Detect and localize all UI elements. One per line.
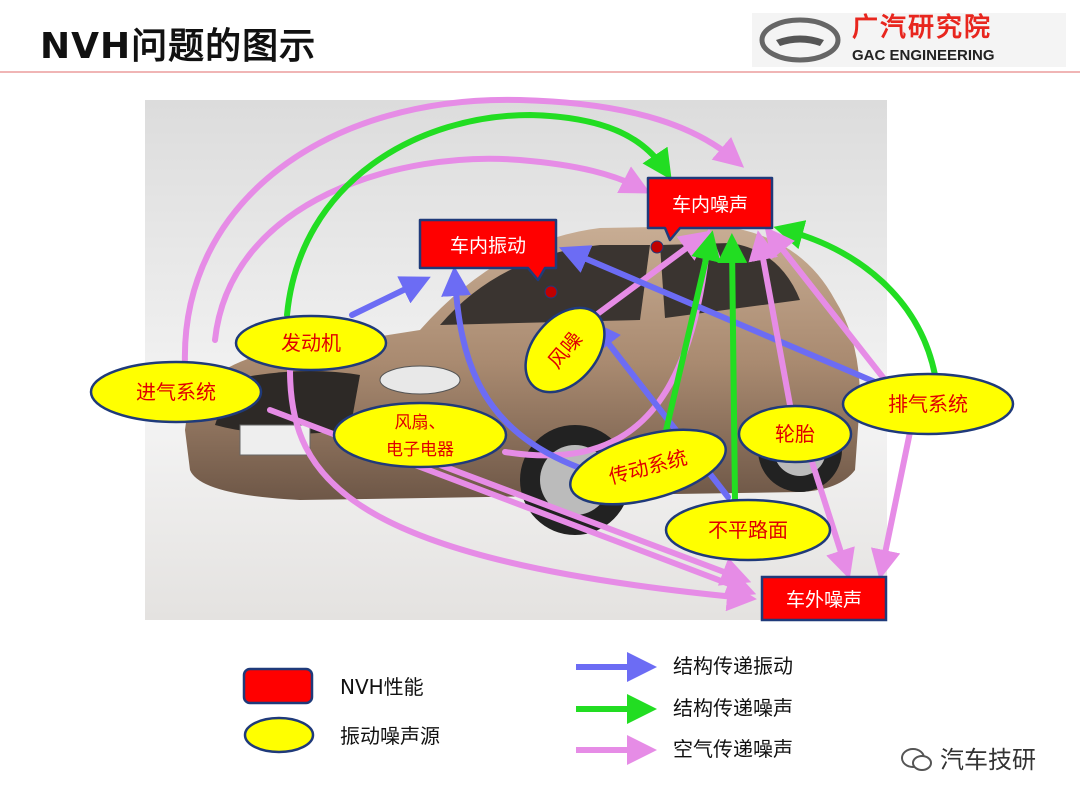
- arrow-intake-interior-noise: [181, 96, 745, 368]
- logo-cn: 广汽研究院: [852, 13, 993, 43]
- point-marker: [650, 240, 664, 254]
- arrow-exhaust-interior-noise-struct: [773, 220, 938, 378]
- source-label: 排气系统: [888, 392, 968, 416]
- source-fan-electronics: 风扇、 电子电器: [332, 401, 508, 469]
- legend-struct-vib-label: 结构传递振动: [673, 654, 793, 678]
- source-label: 不平路面: [708, 518, 788, 542]
- wechat-icon: [901, 748, 932, 771]
- watermark-text: 汽车技研: [940, 746, 1036, 774]
- nvh-box-interior-noise: 车内噪声: [646, 176, 774, 242]
- source-label: 风扇、: [395, 413, 446, 433]
- legend-air-noise-label: 空气传递噪声: [673, 737, 793, 761]
- source-label: 进气系统: [136, 380, 216, 404]
- source-label: 电子电器: [386, 440, 454, 460]
- arrow-engine-interior-noise-struct: [284, 111, 672, 318]
- watermark: 汽车技研: [900, 746, 1036, 774]
- source-road: 不平路面: [664, 498, 832, 562]
- gac-logo: 广汽研究院 GAC ENGINEERING: [752, 13, 1066, 67]
- legend-nvh-swatch: [242, 667, 314, 705]
- source-label: 发动机: [281, 331, 341, 355]
- legend-source-swatch: [243, 716, 315, 754]
- legend-source-label: 振动噪声源: [340, 724, 440, 748]
- arrow-engine-exterior-noise: [287, 367, 757, 612]
- nvh-label: 车内振动: [450, 235, 526, 257]
- arrow-exhaust-interior-noise-air: [764, 226, 888, 383]
- legend-nvh-label: NVH性能: [340, 675, 424, 699]
- nvh-box-interior-vibration: 车内振动: [418, 218, 558, 282]
- arrow-exhaust-exterior-noise: [870, 429, 913, 580]
- legend-struct-noise-label: 结构传递噪声: [673, 696, 793, 720]
- arrow-fan-exterior-noise: [437, 462, 752, 586]
- page-title: NVH问题的图示: [40, 26, 317, 67]
- point-marker: [544, 285, 558, 299]
- logo-en: GAC ENGINEERING: [852, 47, 995, 64]
- source-exhaust: 排气系统: [841, 372, 1015, 436]
- arrow-engine-interior-noise-air: [212, 155, 651, 343]
- gac-emblem-icon: [759, 17, 841, 63]
- source-wind: 风噪: [524, 306, 606, 394]
- arrow-drivetrain-interior-noise: [662, 230, 721, 438]
- arrow-engine-interior-vibration: [349, 276, 431, 318]
- nvh-label: 车内噪声: [672, 194, 748, 216]
- nvh-label: 车外噪声: [786, 589, 862, 611]
- source-engine: 发动机: [234, 314, 388, 372]
- arrow-tire-exterior-noise: [809, 459, 855, 580]
- source-intake: 进气系统: [89, 360, 263, 424]
- source-label: 轮胎: [775, 422, 815, 446]
- arrow-wind-interior-noise: [589, 230, 710, 321]
- arrow-exhaust-interior-vibration: [558, 245, 878, 385]
- arrow-road-interior-noise: [717, 233, 748, 503]
- title-divider: [0, 71, 1080, 73]
- arrow-tire-interior-noise: [748, 230, 793, 408]
- nvh-box-exterior-noise: 车外噪声: [760, 575, 888, 622]
- arrow-drivetrain-interior-vibration: [441, 266, 583, 471]
- source-tire: 轮胎: [737, 404, 853, 464]
- source-drivetrain: 传动系统: [569, 428, 727, 506]
